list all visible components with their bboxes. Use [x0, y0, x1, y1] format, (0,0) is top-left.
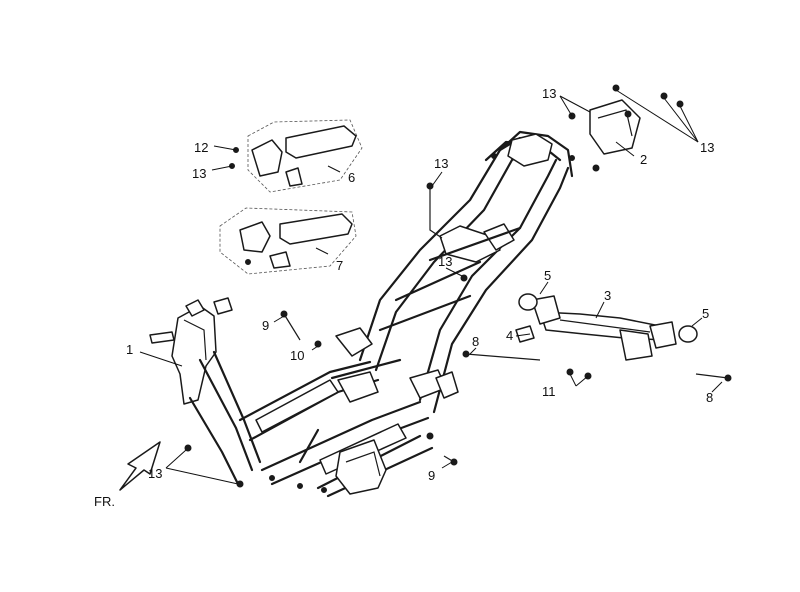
callout-13-rear-top: 13 — [542, 86, 556, 101]
callout-13-center-top: 13 — [434, 156, 448, 171]
callout-8-left: 8 — [472, 334, 479, 349]
callout-10: 10 — [290, 348, 304, 363]
callout-4: 4 — [506, 328, 513, 343]
callout-5-right: 5 — [702, 306, 709, 321]
callout-9-top: 9 — [262, 318, 269, 333]
callout-6: 6 — [348, 170, 355, 185]
rear-bracket-part-2 — [568, 84, 684, 172]
callout-13-center: 13 — [438, 254, 452, 269]
footrest-assembly-6 — [229, 119, 363, 193]
callout-5-left: 5 — [544, 268, 551, 283]
callout-11: 11 — [542, 384, 556, 399]
callout-13-footrest: 13 — [192, 166, 206, 181]
footrest-assembly-7 — [219, 207, 357, 275]
bushing-part-5 — [518, 293, 698, 343]
main-frame — [149, 130, 575, 498]
callout-1: 1 — [126, 342, 133, 357]
front-direction-label: FR. — [94, 494, 115, 509]
callout-3: 3 — [604, 288, 611, 303]
callout-12: 12 — [194, 140, 208, 155]
hanger-bolts — [462, 325, 732, 382]
callout-7: 7 — [336, 258, 343, 273]
callout-2: 2 — [640, 152, 647, 167]
callout-13-front: 13 — [148, 466, 162, 481]
callout-labels: 1 2 3 4 5 5 6 7 8 8 9 9 10 11 12 13 13 1… — [94, 86, 714, 509]
callout-13-rear-right: 13 — [700, 140, 714, 155]
leader-lines — [139, 89, 723, 485]
callout-9-bottom: 9 — [428, 468, 435, 483]
front-direction-arrow — [119, 441, 161, 491]
callout-8-right: 8 — [706, 390, 713, 405]
engine-hanger-part-3 — [531, 295, 677, 361]
